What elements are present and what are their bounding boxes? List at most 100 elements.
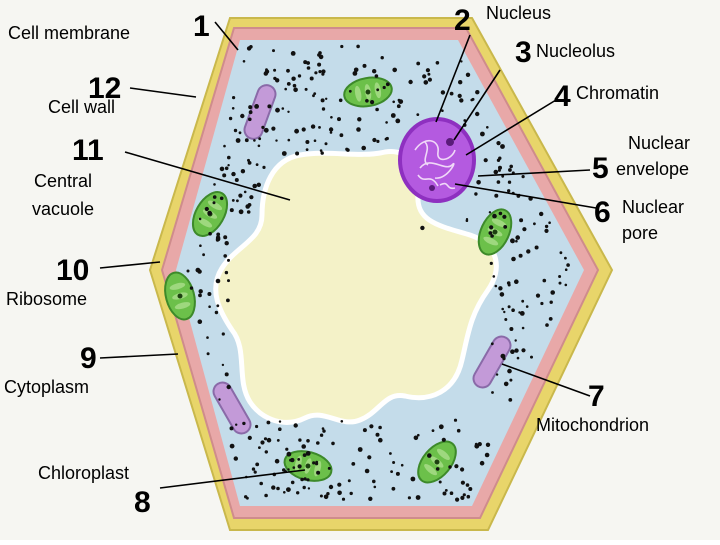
ribosome [238,131,242,135]
ribosome [287,138,291,142]
ribosome [214,310,219,315]
ribosome [273,68,277,72]
ribosome [275,107,280,113]
ribosome [300,477,304,482]
ribosome [511,308,515,313]
ribosome [511,239,515,244]
ribosome [455,497,460,502]
ribosome [276,439,280,442]
leader-line-8 [159,469,306,489]
ribosome [233,456,238,461]
ribosome [287,110,290,114]
ribosome [435,467,440,471]
ribosome [397,98,401,102]
ribosome [498,165,502,170]
ribosome [507,305,511,309]
ribosome [458,80,463,85]
chloroplast [417,440,457,484]
ribosome [549,300,553,304]
ribosome [321,69,326,74]
ribosome [243,190,247,194]
ribosome [207,210,212,216]
ribosome [395,471,400,476]
ribosome [289,458,292,462]
ribosome [226,298,230,303]
ribosome [416,113,420,116]
ribosome [385,82,390,87]
chloroplast [164,271,196,321]
ribosome [474,443,480,449]
ribosome [442,491,447,496]
ribosome [474,192,478,196]
ribosome [540,301,544,306]
ribosome [372,69,377,74]
ribosome [367,455,372,460]
ribosome [535,293,541,298]
ribosome [337,482,342,487]
ribosome [356,44,360,49]
ribosome [515,235,520,240]
ribosome [307,487,311,490]
ribosome [486,126,489,129]
ribosome [235,423,238,426]
ribosome [438,424,444,430]
number-11: 11 [72,134,104,167]
ribosome [244,138,249,143]
ribosome [204,206,209,212]
ribosome [348,89,352,93]
ribosome [186,269,190,273]
ribosome [488,231,493,235]
mitochondrion [243,84,277,140]
ribosome [356,127,361,132]
ribosome [328,484,334,490]
ribosome [422,74,427,79]
ribosome [189,286,194,290]
ribosome [221,332,225,336]
ribosome [353,67,359,73]
ribosome [320,151,324,155]
ribosome [266,420,271,425]
ribosome [340,420,344,423]
leader-line-10 [99,261,161,269]
ribosome [275,139,278,142]
ribosome [233,128,238,133]
ribosome [372,479,376,484]
ribosome [252,183,257,189]
ribosome [483,158,488,163]
ribosome [515,239,518,243]
ribosome [491,391,494,394]
label-chloroplast: Chloroplast [38,463,130,483]
ribosome [305,148,309,152]
ribosome [310,124,316,129]
ribosome [207,292,212,296]
ribosome [370,100,375,105]
ribosome [337,490,342,496]
ribosome [295,151,300,156]
ribosome [502,214,507,219]
ribosome [559,251,563,255]
leader-line-9 [99,353,179,359]
ribosome [365,99,369,103]
ribosome [435,61,440,65]
leader-line-1 [214,21,239,51]
ribosome [247,203,252,207]
ribosome [276,486,280,491]
ribosome [558,275,562,278]
ribosome [281,107,285,110]
ribosome [228,116,233,121]
ribosome [318,126,321,129]
ribosome [338,98,343,103]
ribosome [197,319,203,325]
ribosome [503,225,508,229]
ribosome [494,193,499,198]
ribosome [331,441,335,446]
ribosome [456,428,461,433]
ribosome [248,117,252,122]
number-12: 12 [88,72,122,105]
ribosome [509,378,513,382]
ribosome [198,217,202,221]
ribosome [453,418,458,422]
ribosome [465,483,470,487]
ribosome [441,437,446,442]
ribosome [489,261,493,265]
